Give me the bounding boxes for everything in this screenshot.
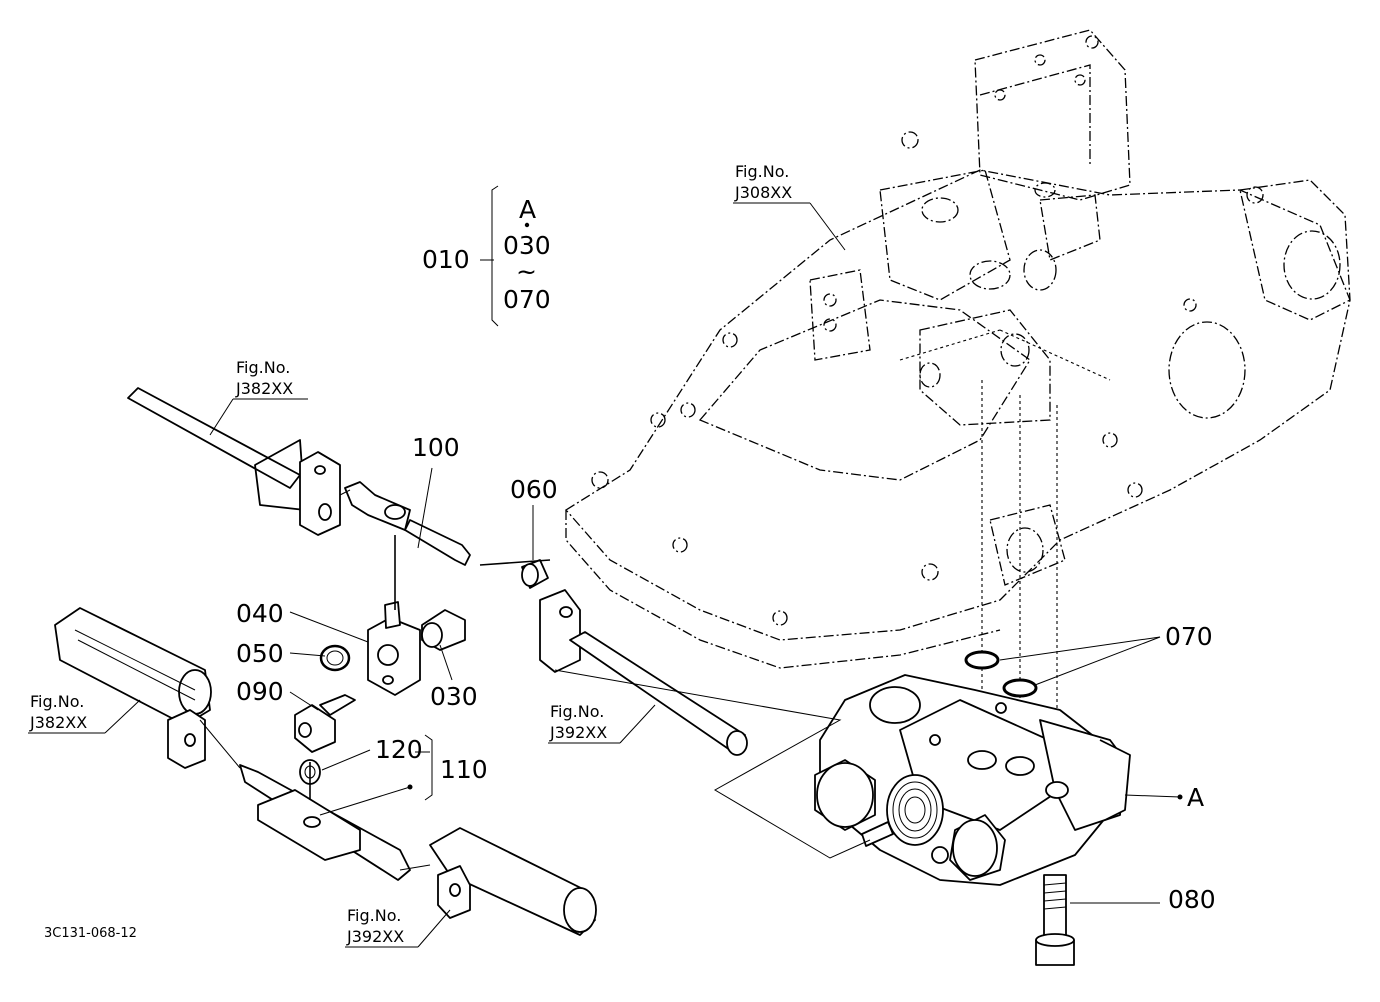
callout-050: 050 [236, 639, 284, 668]
callout-010: 010 [422, 245, 470, 274]
lower-left-shaft [54, 607, 212, 769]
figure-references: Fig.No. J308XX Fig.No. J382XX Fig.No. J3… [29, 162, 792, 946]
callout-090: 090 [236, 677, 284, 706]
group-bracket-labels: A 030 ~ 070 [503, 195, 551, 314]
fig-ref-2-caption: Fig.No. [236, 358, 290, 377]
group-start-label: 030 [503, 231, 551, 260]
circlip-050 [319, 644, 351, 672]
drawing-code: 3C131-068-12 [44, 926, 137, 941]
callout-120: 120 [375, 735, 423, 764]
callout-110: 110 [440, 755, 488, 784]
callout-leaders [289, 259, 1183, 904]
plug-030 [421, 609, 466, 651]
collar-060 [521, 559, 549, 589]
callout-060: 060 [510, 475, 558, 504]
callout-a: A [1187, 783, 1204, 812]
callout-070: 070 [1165, 622, 1213, 651]
group-range-symbol: ~ [516, 257, 537, 286]
bolt-080 [1035, 874, 1075, 966]
fig-ref-1-caption: Fig.No. [735, 162, 789, 181]
lower-right-shaft [429, 827, 597, 936]
callout-040: 040 [236, 599, 284, 628]
fig-ref-2-number: J382XX [235, 379, 293, 398]
control-valve-assembly [814, 674, 1131, 886]
lower-link-110 [239, 764, 411, 881]
callout-100: 100 [412, 433, 460, 462]
fig-ref-4-number: J392XX [549, 723, 607, 742]
joint-block-040 [367, 601, 421, 696]
callout-030: 030 [430, 682, 478, 711]
callout-080: 080 [1168, 885, 1216, 914]
exploded-leader-lines [199, 489, 871, 871]
bracket-110 [424, 734, 433, 801]
fig-ref-5-caption: Fig.No. [347, 906, 401, 925]
upper-right-shaft [539, 589, 748, 756]
bracket-010 [491, 185, 499, 327]
fig-ref-5-number: J392XX [346, 927, 404, 946]
fig-ref-3-number: J382XX [29, 713, 87, 732]
link-rod-100 [344, 481, 471, 566]
fig-ref-1-number: J308XX [734, 183, 792, 202]
upper-left-shaft [127, 387, 341, 536]
pin-090 [294, 694, 356, 753]
hydraulic-housing-phantom [565, 29, 1351, 669]
fig-ref-3-caption: Fig.No. [30, 692, 84, 711]
o-ring-070-b [1002, 678, 1038, 698]
fig-ref-4-caption: Fig.No. [550, 702, 604, 721]
o-ring-070-a [964, 650, 1000, 670]
figure-reference-lines [28, 202, 846, 948]
group-end-label: 070 [503, 285, 551, 314]
group-top-label: A [519, 195, 536, 224]
callout-labels: 010 030 040 050 060 070 080 090 100 110 … [236, 245, 1216, 914]
